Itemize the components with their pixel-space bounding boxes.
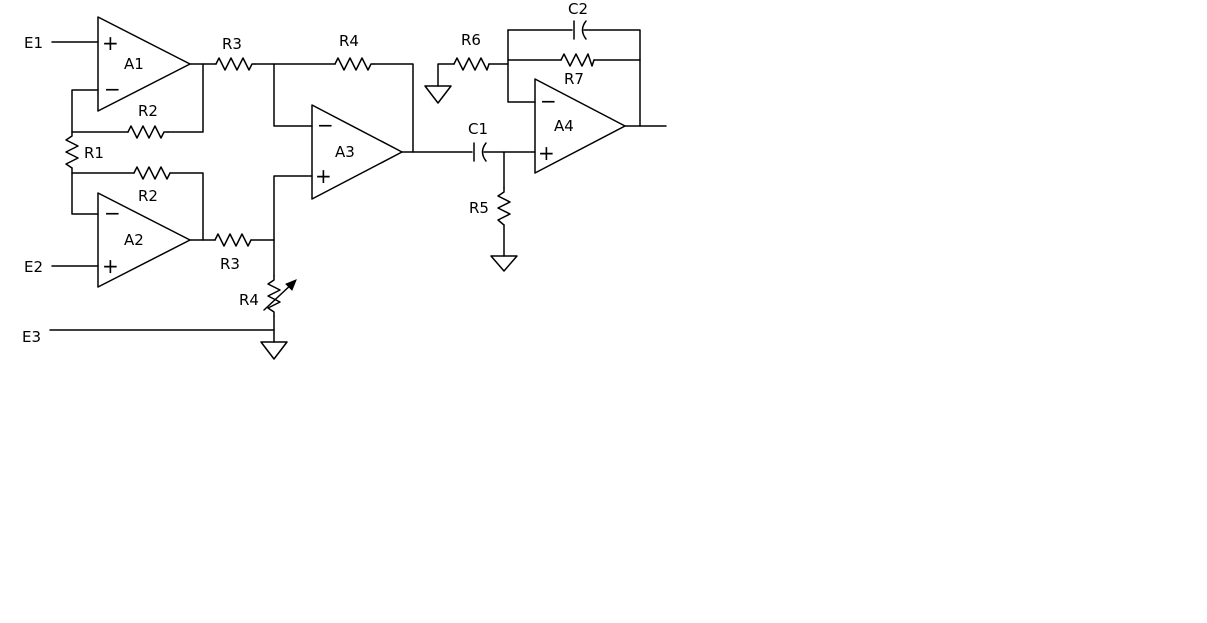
capacitor-c1-label: C1 — [468, 120, 488, 138]
resistor-r3-bottom-label: R3 — [220, 255, 240, 273]
ground-icon-r5 — [490, 255, 518, 272]
opamp-a4-label: A4 — [554, 117, 574, 135]
opamp-a4-plus-sign: + — [538, 141, 555, 165]
input-e2-label: E2 — [24, 258, 43, 276]
opamp-a3-minus-sign: − — [317, 113, 334, 137]
opamp-a3: − + A3 — [311, 104, 403, 200]
input-e1-label: E1 — [24, 34, 43, 52]
resistor-r1-label: R1 — [84, 144, 104, 162]
opamp-a4-triangle — [534, 78, 626, 174]
capacitor-c2-label: C2 — [568, 0, 588, 18]
input-e3-label: E3 — [22, 328, 41, 346]
resistor-r4-feedback — [334, 57, 375, 71]
resistor-r3-top — [215, 57, 256, 71]
ground-icon-r6 — [424, 85, 452, 104]
resistor-r5-label: R5 — [469, 199, 489, 217]
opamp-a2-minus-sign: − — [104, 201, 121, 225]
opamp-a3-triangle — [311, 104, 403, 200]
opamp-a1-minus-sign: − — [104, 77, 121, 101]
capacitor-c2 — [573, 20, 587, 40]
resistor-r2-bottom — [133, 166, 171, 180]
resistor-r2-top-label: R2 — [138, 102, 158, 120]
resistor-r4-variable-label: R4 — [239, 291, 259, 309]
opamp-a1: + − A1 — [97, 16, 191, 112]
variable-arrow-icon — [263, 279, 297, 311]
resistor-r4-variable — [267, 275, 281, 317]
opamp-a2-label: A2 — [124, 231, 144, 249]
opamp-a1-label: A1 — [124, 55, 144, 73]
opamp-a2: − + A2 — [97, 192, 191, 288]
opamp-a3-label: A3 — [335, 143, 355, 161]
capacitor-c1 — [473, 142, 487, 162]
opamp-a4: − + A4 — [534, 78, 626, 174]
opamp-a2-plus-sign: + — [102, 254, 119, 278]
opamp-a2-triangle — [97, 192, 191, 288]
resistor-r2-bottom-label: R2 — [138, 187, 158, 205]
opamp-a3-plus-sign: + — [315, 164, 332, 188]
opamp-a1-plus-sign: + — [102, 31, 119, 55]
resistor-r3-top-label: R3 — [222, 35, 242, 53]
resistor-r7-label: R7 — [564, 70, 584, 88]
resistor-r2-top — [127, 125, 169, 139]
resistor-r4-feedback-label: R4 — [339, 32, 359, 50]
resistor-r6 — [453, 57, 490, 71]
resistor-r3-bottom — [214, 233, 252, 247]
opamp-a1-triangle — [97, 16, 191, 112]
ground-icon-r4 — [260, 341, 288, 360]
resistor-r6-label: R6 — [461, 31, 481, 49]
resistor-r5 — [497, 187, 511, 226]
wires — [49, 29, 667, 343]
resistor-r1 — [65, 131, 79, 169]
resistor-r7 — [560, 53, 595, 67]
opamp-a4-minus-sign: − — [540, 89, 557, 113]
